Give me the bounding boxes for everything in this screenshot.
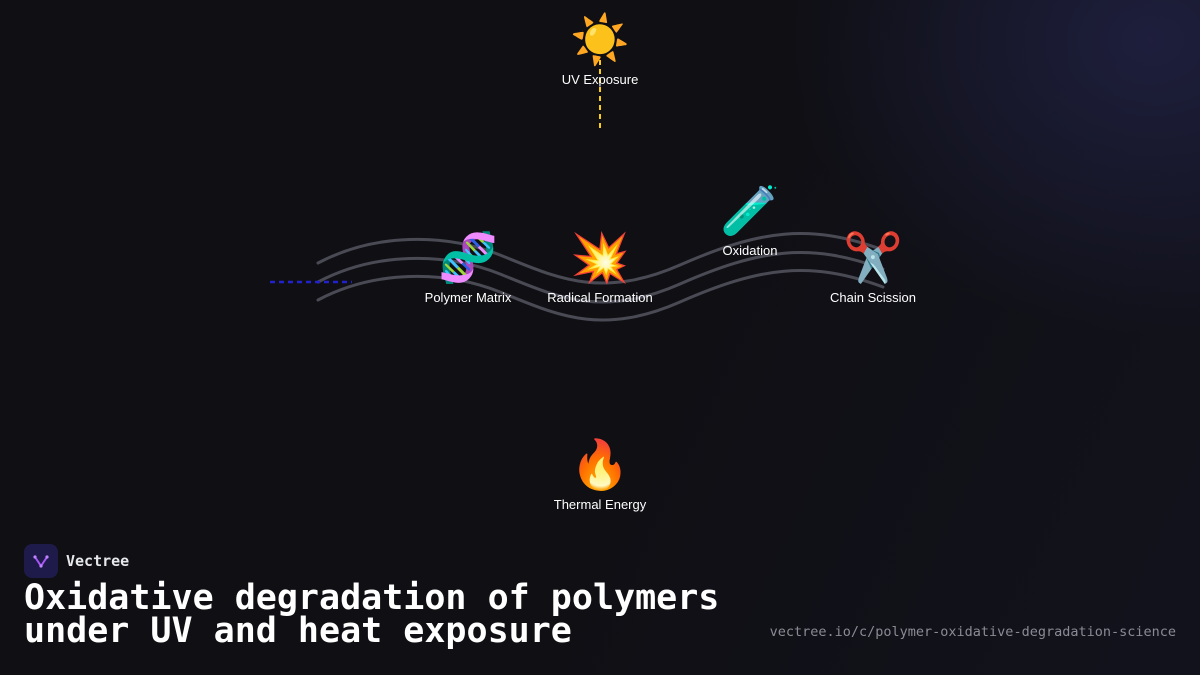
node-polymer-matrix: 🧬 Polymer Matrix [425, 230, 512, 305]
brand: Vectree [24, 544, 129, 578]
node-label: Chain Scission [830, 290, 916, 305]
page-title: Oxidative degradation of polymers under … [24, 578, 720, 651]
vectree-logo-icon [24, 544, 58, 578]
node-oxidation: 🧪 Oxidation [720, 183, 780, 258]
polymer-chain-2 [316, 251, 885, 304]
fire-icon: 🔥 [570, 437, 630, 493]
dna-icon: 🧬 [438, 230, 498, 286]
node-thermal-energy: 🔥 Thermal Energy [554, 437, 646, 512]
node-label: Thermal Energy [553, 497, 647, 512]
node-label: Polymer Matrix [424, 290, 512, 305]
scissors-icon: ✂️ [843, 230, 903, 286]
test-tube-icon: 🧪 [720, 183, 780, 239]
source-url: vectree.io/c/polymer-oxidative-degradati… [769, 624, 1176, 640]
polymer-chain-3 [316, 269, 885, 322]
polymer-chain-1 [316, 232, 885, 285]
brand-name: Vectree [66, 552, 130, 570]
node-label: Oxidation [722, 243, 778, 258]
sun-icon: ☀️ [570, 12, 630, 68]
node-radical-formation: 💥 Radical Formation [547, 230, 653, 305]
node-chain-scission: ✂️ Chain Scission [830, 230, 916, 305]
node-uv-exposure: ☀️ UV Exposure [562, 12, 639, 87]
collision-icon: 💥 [570, 230, 630, 286]
node-label: UV Exposure [561, 72, 639, 87]
node-label: Radical Formation [547, 290, 653, 305]
